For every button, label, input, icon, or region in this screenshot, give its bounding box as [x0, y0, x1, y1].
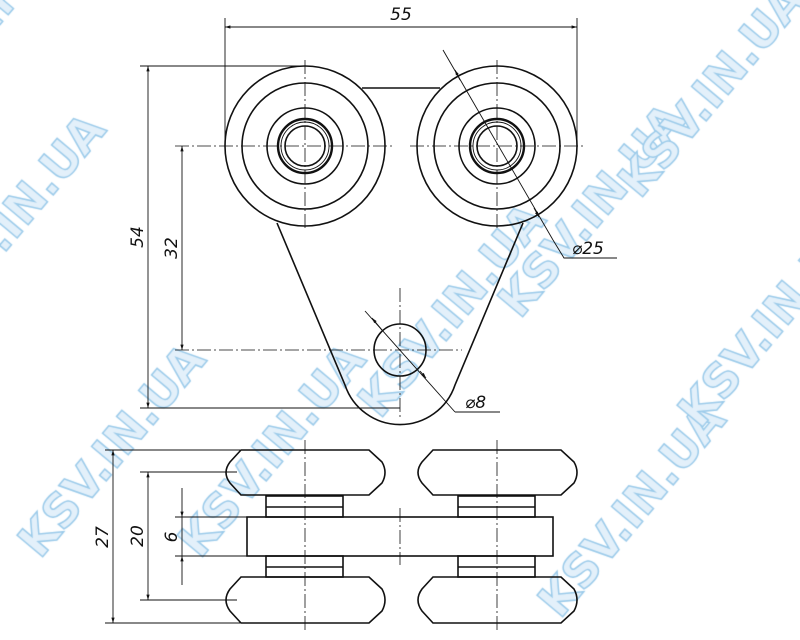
roller-side: [225, 576, 386, 624]
side-view: 27 20 6: [93, 440, 578, 632]
roller-side: [417, 449, 578, 496]
dimension-height: 54: [128, 65, 400, 409]
dim-6-label: 6: [162, 531, 182, 542]
dimension-wheel-spacing: 20: [128, 471, 237, 601]
rollers: [225, 449, 578, 624]
dimension-thickness: 27: [93, 449, 240, 624]
dim-20-label: 20: [128, 525, 148, 547]
bushings: [265, 495, 536, 578]
dim-27-label: 27: [93, 526, 113, 548]
dimension-hole-diameter: ⌀8: [364, 310, 500, 413]
roller-side: [225, 449, 386, 496]
top-view: 55 54 32 ⌀25 ⌀8: [128, 5, 617, 426]
dim-d8-label: ⌀8: [465, 393, 486, 413]
dim-d25-label: ⌀25: [572, 239, 604, 259]
dimension-plate-thickness: 6: [162, 488, 247, 585]
dimension-wheel-diameter: ⌀25: [442, 49, 617, 259]
bracket-plate: [276, 222, 524, 426]
dimension-width: 55: [224, 5, 578, 146]
dim-32-label: 32: [162, 237, 182, 259]
dim-54-label: 54: [128, 226, 148, 248]
dimension-axis-to-hole: 32: [162, 145, 184, 350]
roller-side: [417, 576, 578, 624]
dim-55-label: 55: [390, 5, 412, 25]
